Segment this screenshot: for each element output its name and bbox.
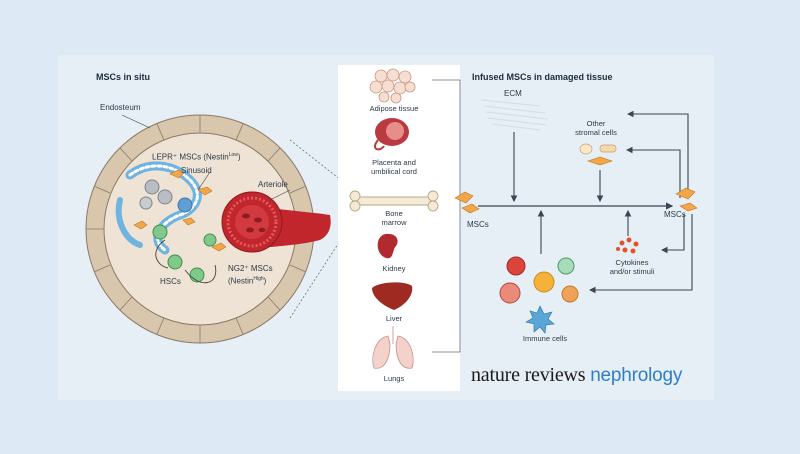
- adipose-label: Adipose tissue: [369, 104, 419, 113]
- lepr-msc-cell: [197, 186, 213, 196]
- cycle-arrow: [155, 239, 169, 269]
- stromal-cell: [587, 156, 613, 166]
- feedback-to-stromal: [625, 146, 681, 198]
- immune-cells-label: Immune cells: [522, 334, 568, 343]
- hsc-green-cell: [203, 233, 217, 247]
- endosteum-label: Endosteum: [100, 103, 141, 112]
- zoom-line: [289, 209, 361, 319]
- ng2-msc-cell: [211, 242, 227, 252]
- immune-cell-red: [506, 256, 526, 276]
- right-panel-title: Infused MSCs in damaged tissue: [472, 72, 613, 82]
- mscs-left-label: MSCs: [467, 220, 489, 229]
- bone-icon: [349, 190, 439, 212]
- brand-nephrology: nephrology: [590, 365, 683, 386]
- left-panel-title: MSCs in situ: [96, 72, 151, 82]
- feedback-to-immune: [588, 214, 693, 294]
- sinusoid-label: Sinusoid: [181, 166, 212, 175]
- brand-nature-reviews: nature reviews: [471, 364, 586, 386]
- ng2-msc-label: NG2⁺ MSCs(NestinHigh): [228, 264, 273, 286]
- hsc-cell: [144, 179, 160, 195]
- lepr-msc-label: LEPR⁺ MSCs (NestinLow): [152, 152, 241, 162]
- sinusoid-branch: [115, 197, 143, 248]
- ecm-fibers: [481, 99, 549, 131]
- mscs-right-label: MSCs: [664, 210, 686, 219]
- ecm-label: ECM: [504, 89, 522, 98]
- immune-cell-orange: [561, 285, 579, 303]
- stromal-cell: [599, 144, 617, 153]
- infused-msc-cluster: [454, 191, 480, 214]
- red-blood-cells: [242, 213, 266, 233]
- kidney-icon: [377, 233, 398, 259]
- adipose-tissue-icon: [369, 68, 416, 104]
- cycle-arrow: [184, 264, 217, 284]
- immune-cell-macrophage: [499, 282, 521, 304]
- kidney-label: Kidney: [382, 264, 406, 273]
- hsc-green-cell: [167, 254, 183, 270]
- lepr-msc-cell: [182, 217, 196, 226]
- cytokine-dots: [616, 237, 639, 254]
- arteriole-label: Arteriole: [258, 180, 288, 189]
- placenta-icon: [374, 118, 409, 151]
- liver-label: Liver: [385, 314, 403, 323]
- immune-cell-dendritic: [525, 305, 555, 334]
- hscs-label: HSCs: [160, 277, 181, 286]
- lungs-label: Lungs: [383, 374, 405, 383]
- immune-cell-green: [557, 257, 575, 275]
- journal-brand: nature reviews nephrology: [471, 364, 682, 387]
- feedback-to-ecm: [626, 110, 689, 198]
- leader-line: [197, 171, 211, 191]
- lepr-msc-cell: [133, 220, 148, 230]
- activated-msc-cluster: [675, 187, 698, 212]
- leader-line: [269, 189, 291, 201]
- hsc-cell: [157, 189, 173, 205]
- feedback-to-cytokines: [660, 214, 685, 254]
- stromal-cell: [579, 143, 593, 155]
- lungs-icon: [372, 326, 414, 369]
- immune-cell-granulocyte: [533, 271, 555, 293]
- arteriole-wall: [226, 196, 278, 248]
- hsc-green-cell: [152, 224, 168, 240]
- zoom-line: [289, 139, 361, 196]
- liver-icon: [372, 282, 413, 310]
- leader-line: [121, 114, 151, 129]
- organ-bracket: [432, 79, 461, 353]
- hsc-cell: [139, 196, 153, 210]
- lepr-msc-cell: [169, 169, 185, 179]
- blue-cell: [177, 197, 193, 213]
